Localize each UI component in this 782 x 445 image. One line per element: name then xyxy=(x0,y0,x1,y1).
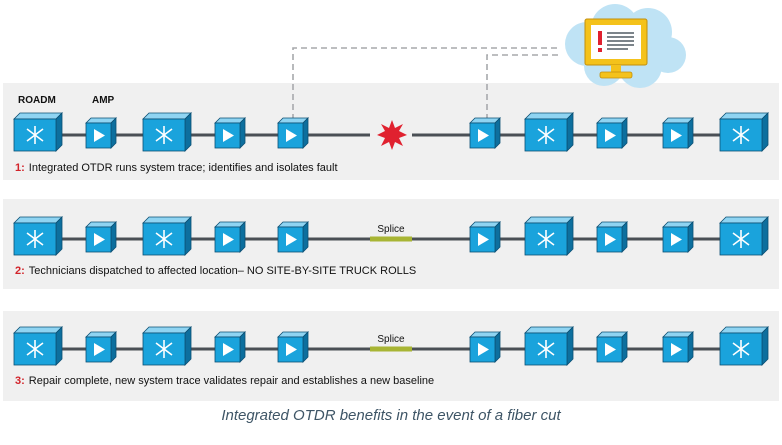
roadm-node-icon xyxy=(13,216,63,256)
otdr-trace-link-right xyxy=(486,54,558,120)
roadm-node-icon xyxy=(524,216,574,256)
roadm-node-icon xyxy=(524,112,574,152)
amplifier-icon xyxy=(469,221,501,253)
amplifier-icon xyxy=(85,117,117,149)
splice-label-row-2: Splice xyxy=(377,224,405,235)
fiber-cut-starburst-icon xyxy=(377,120,407,150)
amplifier-icon xyxy=(214,117,246,149)
step-3-text: Repair complete, new system trace valida… xyxy=(29,375,434,387)
roadm-node-icon xyxy=(719,326,769,366)
amplifier-icon xyxy=(214,221,246,253)
roadm-node-icon xyxy=(524,326,574,366)
step-2-caption: 2: Technicians dispatched to affected loc… xyxy=(15,265,416,277)
step-3-panel xyxy=(3,311,779,401)
splice-label-row-3: Splice xyxy=(377,334,405,345)
amplifier-icon xyxy=(277,331,309,363)
amplifier-icon xyxy=(469,117,501,149)
step-2-number: 2: xyxy=(15,265,25,277)
roadm-node-icon xyxy=(142,216,192,256)
roadm-node-icon xyxy=(142,112,192,152)
otdr-trace-link-left xyxy=(292,47,558,120)
amplifier-icon xyxy=(469,331,501,363)
amplifier-icon xyxy=(214,331,246,363)
step-2-text: Technicians dispatched to affected locat… xyxy=(29,265,416,277)
amplifier-icon xyxy=(596,331,628,363)
step-3-number: 3: xyxy=(15,375,25,387)
amplifier-icon xyxy=(662,331,694,363)
amplifier-icon xyxy=(662,221,694,253)
alarm-monitor-icon xyxy=(584,18,648,79)
amp-label: AMP xyxy=(92,95,115,106)
roadm-node-icon xyxy=(719,112,769,152)
amplifier-icon xyxy=(596,221,628,253)
amplifier-icon xyxy=(596,117,628,149)
amplifier-icon xyxy=(277,117,309,149)
step-1-caption: 1: Integrated OTDR runs system trace; ide… xyxy=(15,162,338,174)
roadm-node-icon xyxy=(142,326,192,366)
roadm-label: ROADM xyxy=(18,95,56,106)
roadm-node-icon xyxy=(13,326,63,366)
step-3-caption: 3: Repair complete, new system trace vali… xyxy=(15,375,434,387)
step-1-number: 1: xyxy=(15,162,25,174)
roadm-node-icon xyxy=(719,216,769,256)
figure-caption: Integrated OTDR benefits in the event of… xyxy=(221,407,561,424)
amplifier-icon xyxy=(85,221,117,253)
amplifier-icon xyxy=(662,117,694,149)
step-1-text: Integrated OTDR runs system trace; ident… xyxy=(29,162,338,174)
roadm-node-icon xyxy=(13,112,63,152)
step-2-panel xyxy=(3,199,779,289)
amplifier-icon xyxy=(85,331,117,363)
amplifier-icon xyxy=(277,221,309,253)
